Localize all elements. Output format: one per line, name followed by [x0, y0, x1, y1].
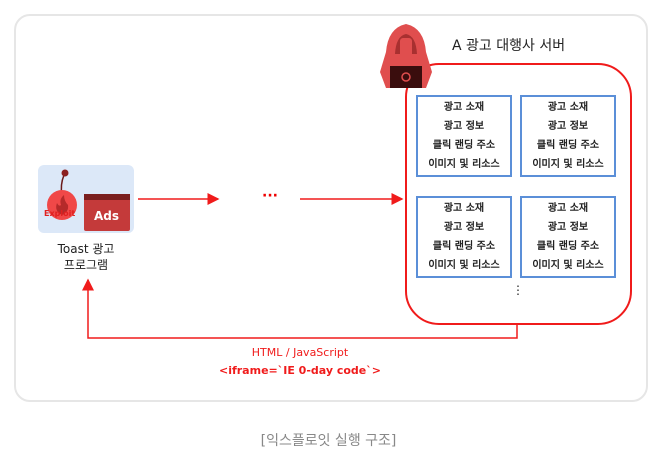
toast-label-line1: Toast 광고: [57, 242, 115, 256]
click-landing-url: 클릭 랜딩 주소: [432, 140, 496, 151]
server-title: A 광고 대행사 서버: [452, 38, 566, 54]
images-resources: 이미지 및 리소스: [532, 260, 604, 271]
ad-creative: 광고 소재: [443, 203, 485, 214]
hacker-icon: [380, 24, 432, 88]
ellipsis: ···: [262, 188, 278, 204]
ad-data-box: 광고 소재 광고 정보 클릭 랜딩 주소 이미지 및 리소스: [416, 95, 512, 177]
ad-info: 광고 정보: [443, 222, 485, 233]
exploit-bomb-icon: [47, 169, 130, 231]
ad-server-container: [405, 63, 632, 325]
toast-program-icon: Exploit Ads: [38, 165, 134, 233]
images-resources: 이미지 및 리소스: [532, 159, 604, 170]
exploit-label: Exploit: [44, 209, 76, 218]
return-arrow: [82, 278, 518, 339]
ad-data-box: 광고 소재 광고 정보 클릭 랜딩 주소 이미지 및 리소스: [520, 95, 616, 177]
toast-program-label: Toast 광고 프로그램: [30, 241, 142, 273]
figure-caption: [익스플로잇 실행 구조]: [260, 433, 397, 449]
iframe-code-label: <iframe=`IE 0-day code`>: [218, 364, 381, 377]
images-resources: 이미지 및 리소스: [428, 260, 500, 271]
ad-creative: 광고 소재: [547, 203, 589, 214]
ad-data-box: 광고 소재 광고 정보 클릭 랜딩 주소 이미지 및 리소스: [520, 196, 616, 278]
ads-label: Ads: [94, 209, 120, 223]
ad-info: 광고 정보: [443, 121, 485, 132]
more-dots: ⋮: [512, 283, 524, 297]
click-landing-url: 클릭 랜딩 주소: [536, 140, 600, 151]
toast-label-line2: 프로그램: [63, 258, 109, 272]
images-resources: 이미지 및 리소스: [428, 159, 500, 170]
ad-creative: 광고 소재: [547, 102, 589, 113]
html-js-label: HTML / JavaScript: [251, 346, 349, 359]
ad-info: 광고 정보: [547, 121, 589, 132]
click-landing-url: 클릭 랜딩 주소: [536, 241, 600, 252]
click-landing-url: 클릭 랜딩 주소: [432, 241, 496, 252]
ad-info: 광고 정보: [547, 222, 589, 233]
ad-data-box: 광고 소재 광고 정보 클릭 랜딩 주소 이미지 및 리소스: [416, 196, 512, 278]
ad-creative: 광고 소재: [443, 102, 485, 113]
